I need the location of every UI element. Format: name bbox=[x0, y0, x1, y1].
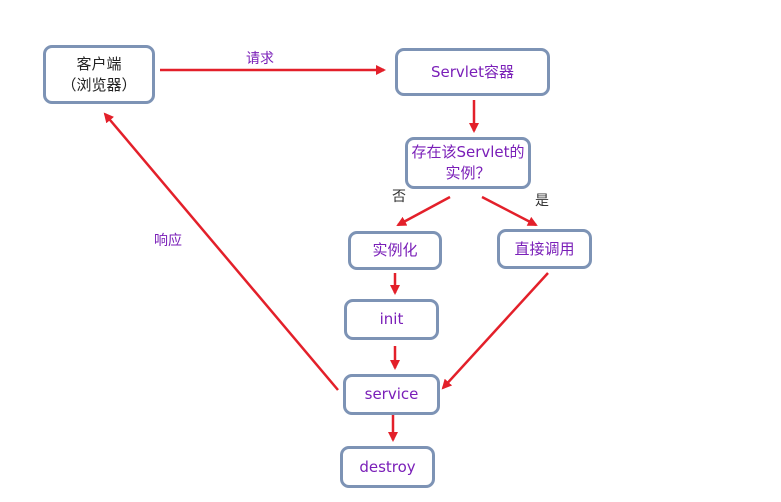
instantiate-node: 实例化 bbox=[348, 231, 442, 270]
no-branch-arrow bbox=[396, 195, 451, 227]
destroy-label: destroy bbox=[359, 457, 416, 476]
service-label: service bbox=[364, 385, 419, 403]
servlet-container-label: Servlet容器 bbox=[430, 62, 515, 81]
client-node-line2: （浏览器） bbox=[61, 75, 137, 94]
yes-branch-arrow bbox=[481, 195, 538, 227]
destroy-node: destroy bbox=[340, 446, 435, 488]
direct-call-label: 直接调用 bbox=[514, 239, 575, 258]
client-node: 客户端 （浏览器） bbox=[43, 45, 155, 104]
service-node: service bbox=[343, 374, 440, 415]
instance-check-node: 存在该Servlet的 实例？ bbox=[405, 137, 531, 189]
client-node-line1: 客户端 bbox=[76, 54, 122, 73]
init-node: init bbox=[344, 299, 439, 340]
request-label: 请求 bbox=[246, 51, 274, 67]
instance-check-line1: 存在该Servlet的 bbox=[411, 143, 525, 161]
response-arrow bbox=[103, 112, 339, 391]
response-label: 响应 bbox=[154, 233, 182, 249]
instance-check-line2: 实例？ bbox=[445, 164, 491, 182]
servlet-container-node: Servlet容器 bbox=[395, 48, 550, 96]
direct-call-node: 直接调用 bbox=[497, 229, 592, 269]
init-label: init bbox=[379, 310, 404, 328]
no-label: 否 bbox=[392, 189, 406, 205]
instantiate-label: 实例化 bbox=[372, 241, 418, 259]
yes-label: 是 bbox=[535, 193, 549, 209]
direct-call-to-service-arrow bbox=[441, 272, 549, 390]
